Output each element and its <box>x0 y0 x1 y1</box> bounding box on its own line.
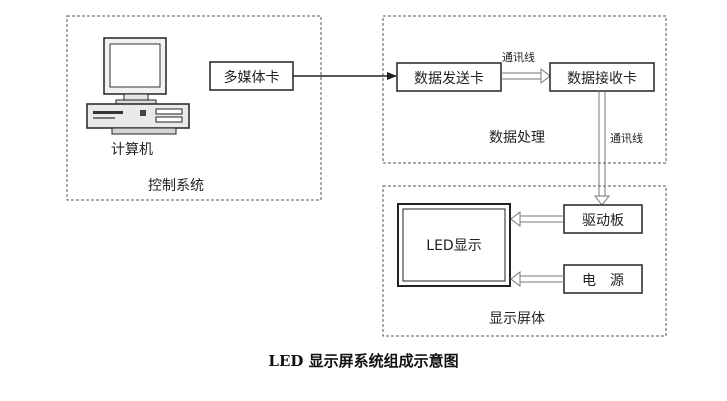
power-to-led-arrow <box>510 270 564 288</box>
receiver-card-box <box>549 62 655 92</box>
display-body-group <box>382 185 667 337</box>
comm-line-label-1: 通讯线 <box>502 50 535 64</box>
figure-caption: LED 显示屏系统组成示意图 <box>268 352 459 370</box>
computer-label: 计算机 <box>111 142 153 158</box>
power-supply-label: 电 源 <box>582 273 624 289</box>
led-display-label: LED显示 <box>426 238 481 254</box>
sender-to-receiver-arrow <box>501 67 551 85</box>
receiver-card-label: 数据接收卡 <box>567 70 637 87</box>
driver-to-led-arrow <box>510 210 564 228</box>
data-processing-label: 数据处理 <box>489 130 545 146</box>
data-processing-group <box>382 15 667 164</box>
multimedia-card-label: 多媒体卡 <box>224 69 280 86</box>
power-supply-box <box>563 264 643 294</box>
led-display-inner <box>402 208 506 282</box>
desktop-computer-icon <box>86 37 190 135</box>
control-system-group <box>66 15 322 201</box>
receiver-to-display-arrow <box>593 91 611 206</box>
driver-board-box <box>563 204 643 234</box>
comm-line-label-2: 通讯线 <box>610 131 643 145</box>
sender-card-label: 数据发送卡 <box>414 71 484 87</box>
sender-card-box <box>396 62 502 92</box>
driver-board-label: 驱动板 <box>582 213 624 229</box>
display-body-label: 显示屏体 <box>489 311 545 327</box>
control-system-label: 控制系统 <box>148 178 204 194</box>
